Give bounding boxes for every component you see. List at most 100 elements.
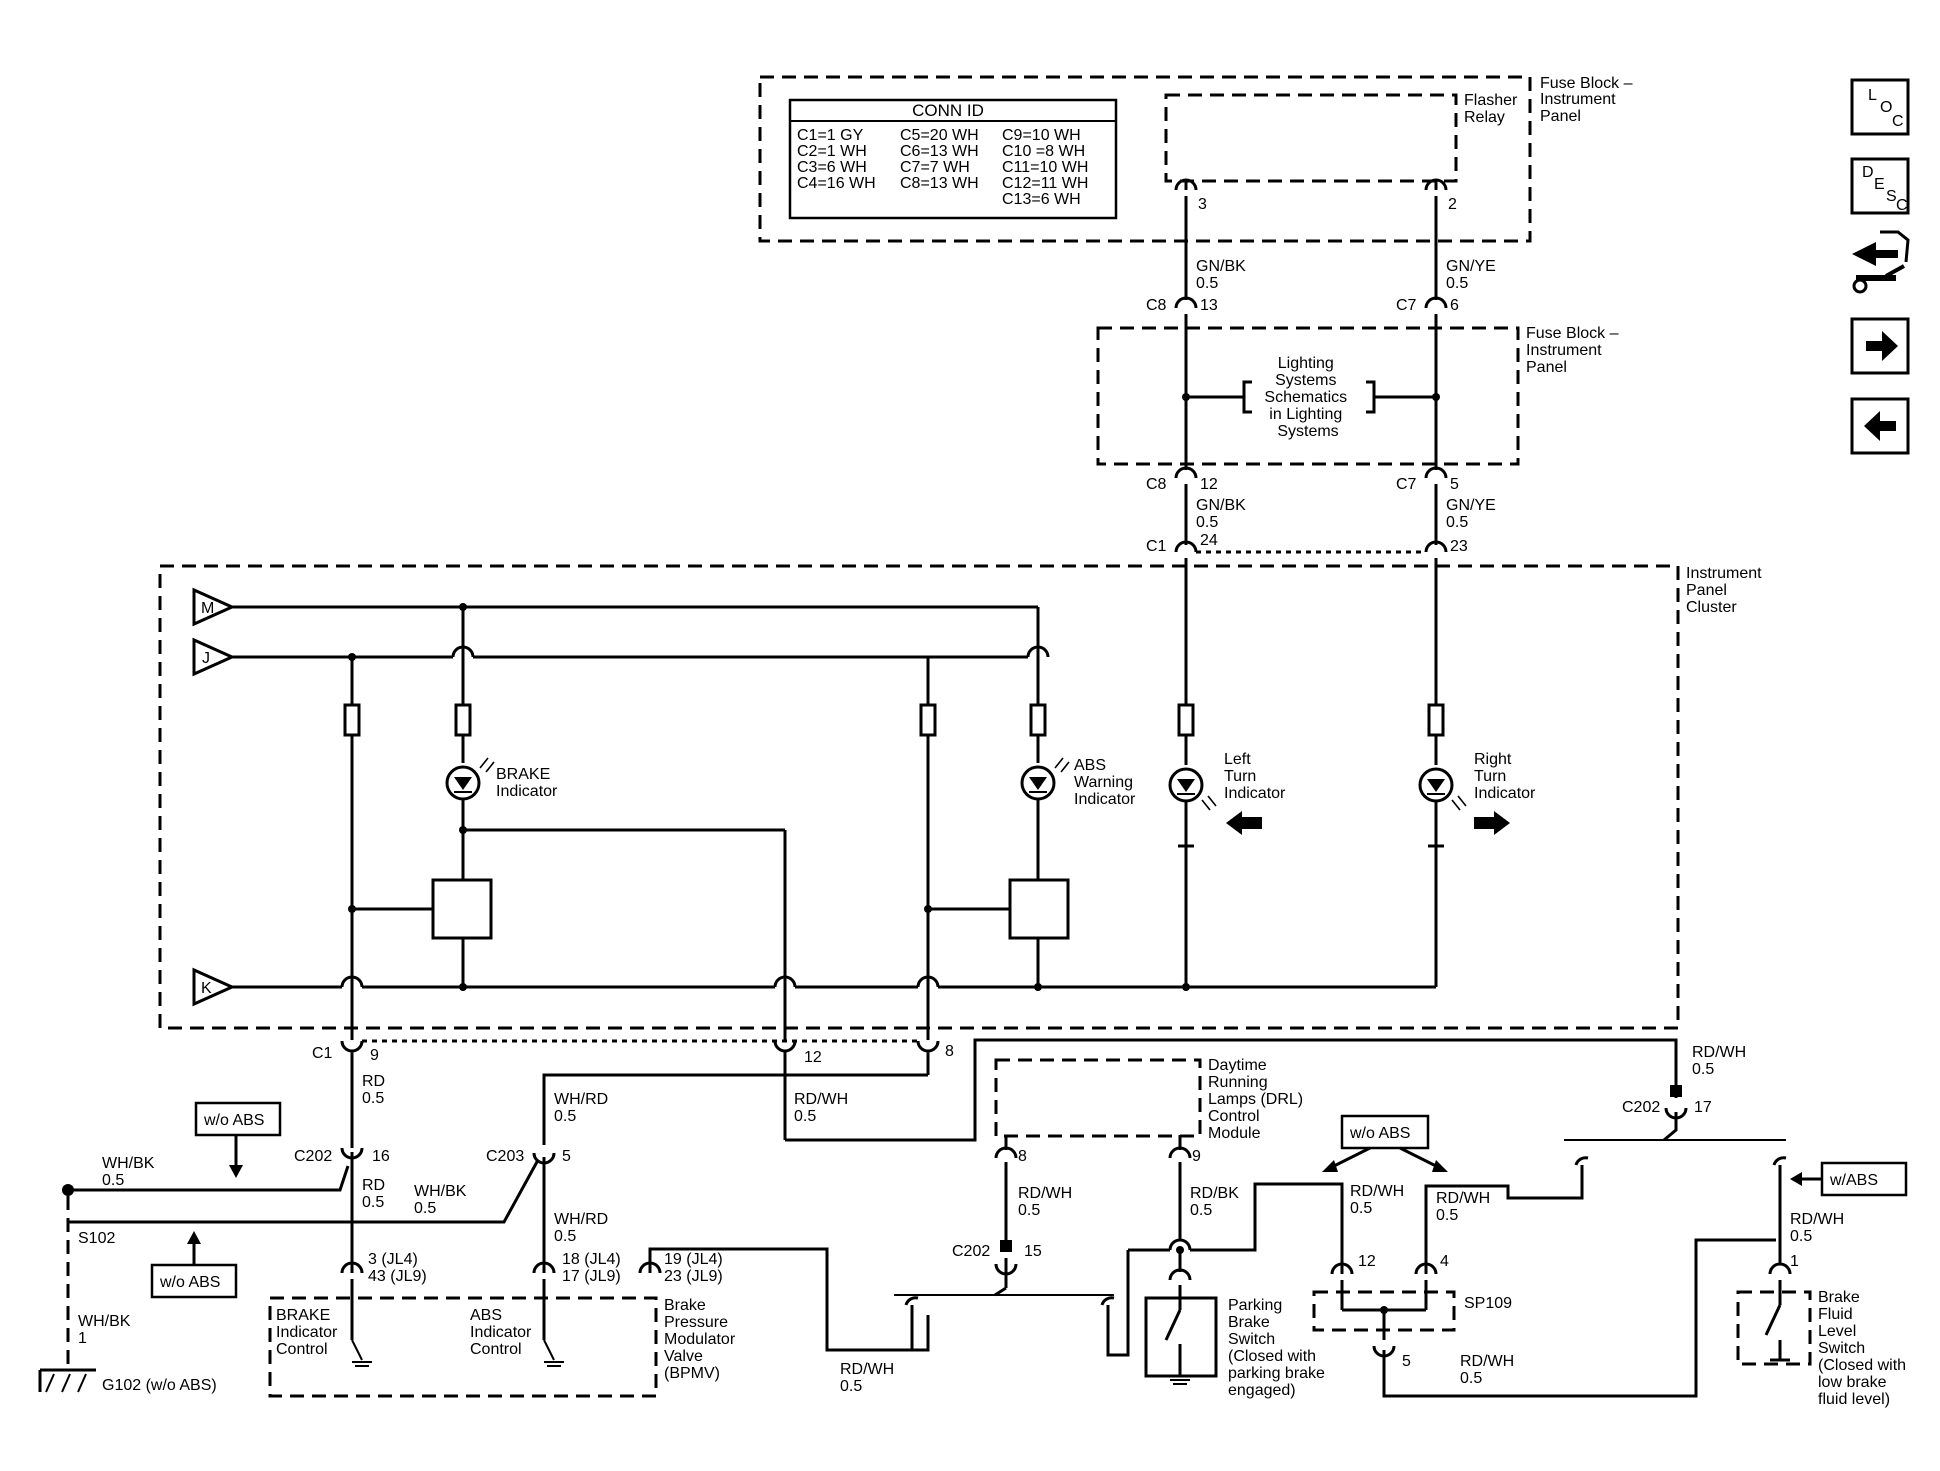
pin-12c: 12 [1358, 1253, 1376, 1270]
wrench-button[interactable] [1852, 230, 1910, 294]
wrench-icon [1852, 230, 1910, 294]
lighting-ref-bracket [1182, 380, 1440, 414]
pin-5c: 5 [1402, 1353, 1411, 1370]
abs-control-pins: 18 (JL4)17 (JL9) [562, 1251, 621, 1285]
flag-j: J [192, 637, 236, 677]
conn-c1-bottom: C1 [312, 1045, 333, 1062]
brake-fluid-switch-label: Brake Fluid Level Switch (Closed with lo… [1818, 1289, 1910, 1408]
fuse-block-mid-label: Fuse Block – Instrument Panel [1526, 325, 1623, 376]
lighting-ref-label: Lighting Systems Schematics in Lighting … [1264, 355, 1351, 440]
conn-c1-top: C1 [1146, 538, 1167, 555]
conn-id-col3: C9=10 WH C10 =8 WH C11=10 WH C12=11 WH C… [1002, 127, 1093, 208]
conn-c202-17: C202 [1622, 1099, 1660, 1116]
flag-k: K [192, 967, 236, 1007]
desc-button[interactable]: DESC [1850, 157, 1910, 215]
conn-id-col1: C1=1 GY C2=1 WH C3=6 WH C4=16 WH [797, 127, 876, 192]
option-wo-abs-b: w/o ABS [150, 1231, 238, 1299]
right-arrow-icon [1474, 811, 1510, 835]
conn-c202-15: C202 [952, 1243, 990, 1260]
flasher-relay-label: Flasher Relay [1464, 92, 1522, 126]
pin-1: 1 [1790, 1253, 1799, 1270]
pin-23: 23 [1450, 538, 1468, 555]
pin-16: 16 [372, 1148, 390, 1165]
svg-text:w/o ABS: w/o ABS [203, 1112, 264, 1129]
left-arrow-icon [1226, 811, 1262, 835]
arrow-right-icon [1866, 331, 1898, 361]
left-turn-feed [1174, 178, 1198, 705]
prev-button[interactable] [1850, 397, 1910, 455]
pin-5: 5 [1450, 476, 1459, 493]
pin-4: 4 [1440, 1253, 1449, 1270]
parking-brake-switch-box [1144, 1296, 1218, 1378]
instrument-cluster-box [158, 564, 1680, 1030]
pin-3: 3 [1198, 196, 1207, 213]
bpmv-label: Brake Pressure Modulator Valve (BPMV) [664, 1297, 740, 1382]
fuse-block-mid-box [1096, 326, 1520, 466]
drl-module-box [994, 1058, 1202, 1138]
g102-label: G102 (w/o ABS) [102, 1377, 217, 1394]
svg-text:w/o ABS: w/o ABS [159, 1274, 220, 1291]
loc-button[interactable]: LOC [1850, 78, 1910, 136]
arrow-left-icon [1864, 411, 1896, 441]
fuse-block-top-label: Fuse Block – Instrument Panel [1540, 75, 1637, 125]
pin-9b: 9 [1192, 1148, 1201, 1165]
brake-fluid-switch-box [1736, 1290, 1812, 1366]
conn-c202-16: C202 [294, 1148, 332, 1165]
svg-text:J: J [202, 650, 210, 667]
pin-15: 15 [1024, 1243, 1042, 1260]
pin-8: 8 [945, 1043, 954, 1060]
conn-id-table: CONN ID C1=1 GY C2=1 WH C3=6 WH C4=16 WH… [788, 98, 1118, 220]
next-button[interactable] [1850, 317, 1910, 375]
parking-brake-switch-label: Parking Brake Switch (Closed with parkin… [1228, 1297, 1329, 1399]
pin-17: 17 [1694, 1099, 1712, 1116]
pin-9: 9 [370, 1047, 379, 1064]
flasher-relay-box [1164, 93, 1458, 183]
s102-label: S102 [78, 1230, 115, 1247]
loc-icon: LOC [1868, 87, 1904, 130]
pin-12b: 12 [804, 1049, 822, 1066]
pin-2: 2 [1448, 196, 1457, 213]
svg-text:M: M [201, 600, 214, 617]
conn-id-col2: C5=20 WH C6=13 WH C7=7 WH C8=13 WH [900, 127, 983, 192]
conn-c8-a: C8 [1146, 297, 1167, 314]
pin-6: 6 [1450, 297, 1459, 314]
conn-c7-a: C7 [1396, 297, 1417, 314]
option-wo-abs-c: w/o ABS [1322, 1114, 1448, 1172]
sp109-box [1312, 1290, 1456, 1332]
svg-text:w/o ABS: w/o ABS [1349, 1125, 1410, 1142]
option-w-abs: w/ABS [1790, 1161, 1908, 1197]
conn-c203: C203 [486, 1148, 524, 1165]
option-wo-abs-a: w/o ABS [194, 1101, 282, 1178]
fuse-block-top-box [758, 75, 1532, 243]
brake-control-pins: 3 (JL4)43 (JL9) [368, 1251, 427, 1285]
pin-13: 13 [1200, 297, 1218, 314]
right-turn-feed [1424, 178, 1448, 705]
pin-8b: 8 [1018, 1148, 1027, 1165]
pin-5b: 5 [562, 1148, 571, 1165]
bpmv-pins: 19 (JL4)23 (JL9) [664, 1251, 723, 1285]
sp109-label: SP109 [1464, 1295, 1512, 1312]
